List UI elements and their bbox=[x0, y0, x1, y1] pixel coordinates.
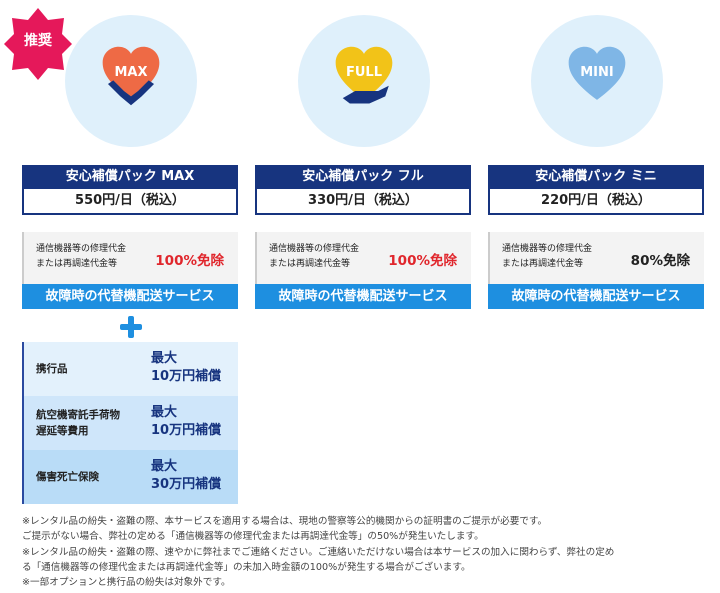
coverage-description: 通信機器等の修理代金または再調達代金等 bbox=[502, 244, 593, 269]
plan-price: 220円/日（税込） bbox=[488, 189, 704, 215]
coverage-box: 通信機器等の修理代金または再調達代金等 100%免除 bbox=[22, 232, 238, 284]
option-label: 傷害死亡保険 bbox=[36, 471, 99, 483]
footnote: る「通信機器等の修理代金または再調達代金等」の未加入時金額の100%が発生する場… bbox=[22, 561, 471, 573]
footnote: ※一部オプションと携行品の紛失は対象外です。 bbox=[22, 577, 231, 589]
plan-icon-label: MAX bbox=[114, 65, 148, 80]
option-label: 航空機寄託手荷物遅延等費用 bbox=[36, 409, 120, 437]
footnotes: ※レンタル品の紛失・盗難の際、本サービスを適用する場合は、現地の警察等公的機関か… bbox=[22, 514, 717, 590]
starburst-icon bbox=[4, 8, 72, 80]
plus-icon bbox=[118, 316, 144, 338]
plan-title: 安心補償パック フル bbox=[255, 165, 471, 189]
plan-icon-label: FULL bbox=[345, 65, 382, 80]
replacement-service-bar: 故障時の代替機配送サービス bbox=[488, 284, 704, 309]
plan-title: 安心補償パック MAX bbox=[22, 165, 238, 189]
coverage-value: 100%免除 bbox=[388, 253, 457, 269]
recommended-badge-text: 推奨 bbox=[24, 33, 52, 49]
coverage-box: 通信機器等の修理代金または再調達代金等 100%免除 bbox=[255, 232, 471, 284]
option-label: 携行品 bbox=[36, 363, 68, 375]
coverage-description: 通信機器等の修理代金または再調達代金等 bbox=[269, 244, 360, 269]
plan-icon-circle: FULL bbox=[298, 15, 430, 147]
coverage-value: 100%免除 bbox=[155, 253, 224, 269]
heart-icon bbox=[335, 46, 393, 104]
replacement-service-bar: 故障時の代替機配送サービス bbox=[255, 284, 471, 309]
plan-icon-circle: MINI bbox=[531, 15, 663, 147]
heart-icon bbox=[102, 46, 160, 106]
coverage-box: 通信機器等の修理代金または再調達代金等 80%免除 bbox=[488, 232, 704, 284]
footnote: ※レンタル品の紛失・盗難の際、速やかに弊社までご連絡ください。ご連絡いただけない… bbox=[22, 546, 615, 558]
plan-price: 550円/日（税込） bbox=[22, 189, 238, 215]
heart-icon bbox=[568, 46, 626, 100]
plan-icon-label: MINI bbox=[580, 65, 614, 80]
recommended-badge bbox=[4, 8, 72, 80]
plan-icon-circle: MAX bbox=[65, 15, 197, 147]
coverage-value: 80%免除 bbox=[630, 253, 690, 269]
footnote: ※レンタル品の紛失・盗難の際、本サービスを適用する場合は、現地の警察等公的機関か… bbox=[22, 516, 548, 527]
coverage-description: 通信機器等の修理代金または再調達代金等 bbox=[36, 244, 127, 269]
replacement-service-bar: 故障時の代替機配送サービス bbox=[22, 284, 238, 309]
footnote: ご提示がない場合、弊社の定める「通信機器等の修理代金または再調達代金等」の50%… bbox=[22, 531, 484, 543]
plan-title: 安心補償パック ミニ bbox=[488, 165, 704, 189]
plan-price: 330円/日（税込） bbox=[255, 189, 471, 215]
